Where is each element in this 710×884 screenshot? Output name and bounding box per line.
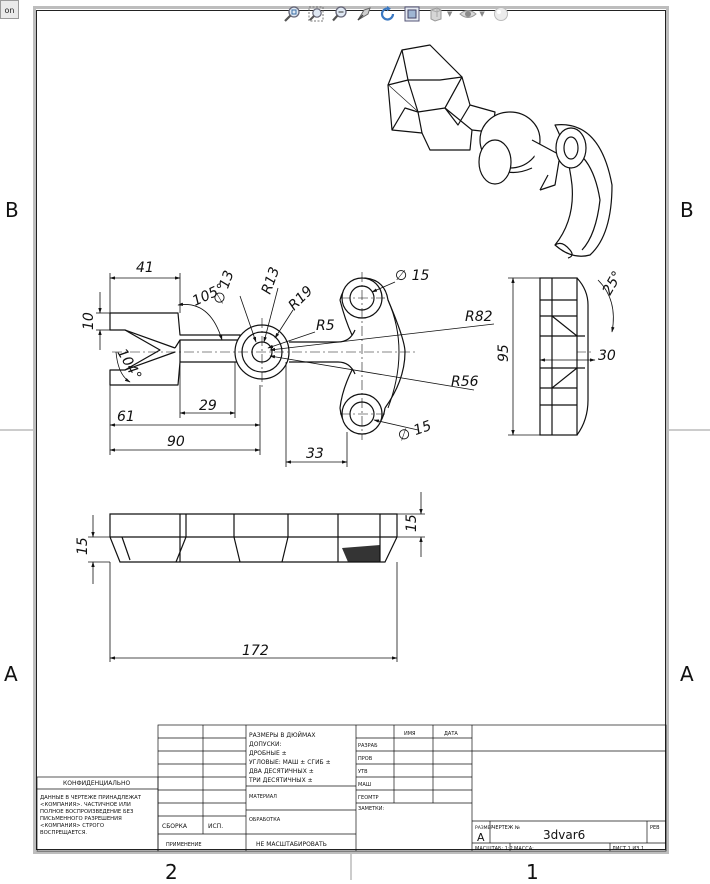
dim-172: 172 xyxy=(242,643,269,659)
bottom-view-dimensions xyxy=(88,492,425,662)
section-view-icon[interactable] xyxy=(402,4,422,24)
dim-33: 33 xyxy=(306,446,324,462)
scale-label: МАСШТАБ: 1:2 xyxy=(475,846,513,852)
dim-90: 90 xyxy=(167,434,185,450)
units-line: ДОПУСКИ: xyxy=(249,741,282,748)
units-line: РАЗМЕРЫ В ДЮЙМАХ xyxy=(249,732,315,739)
appearance-icon[interactable] xyxy=(491,4,511,24)
dim-diameter-15-bottom: ∅ 15 xyxy=(396,418,434,445)
dim-15-left: 15 xyxy=(75,537,91,555)
confidential-line: ВОСПРЕЩАЕТСЯ. xyxy=(40,830,87,836)
bottom-view xyxy=(109,513,398,563)
heads-up-view-toolbar: ▼ ▼ xyxy=(282,3,511,25)
rev-label: РЕВ xyxy=(650,825,660,831)
dim-diameter-15-top: ∅ 15 xyxy=(395,268,430,284)
dim-29: 29 xyxy=(199,398,217,414)
zone-letter: B xyxy=(5,198,19,222)
zone-letter: A xyxy=(680,662,694,686)
title-block-text: РАЗМЕРЫ В ДЮЙМАХ ДОПУСКИ: ДРОБНЫЕ ± УГЛО… xyxy=(40,731,660,852)
name-header: ИМЯ xyxy=(404,731,416,737)
chevron-down-icon[interactable]: ▼ xyxy=(447,10,453,18)
dim-r82: R82 xyxy=(465,309,493,325)
dim-r5: R5 xyxy=(316,318,335,334)
side-view-dimensions xyxy=(508,277,615,436)
rotate-icon[interactable] xyxy=(378,4,398,24)
size-value: A xyxy=(477,831,485,844)
role-label: ГЕОМТР xyxy=(358,795,379,801)
assembly-label: СБОРКА xyxy=(162,823,188,830)
zoom-to-fit-icon[interactable] xyxy=(282,4,302,24)
dim-10: 10 xyxy=(81,312,97,330)
finish-label: ОБРАБОТКА xyxy=(249,817,281,823)
dim-15-right: 15 xyxy=(404,514,420,532)
zone-tick-marks xyxy=(0,429,710,880)
hide-show-icon[interactable] xyxy=(458,4,478,24)
front-view-dimensions xyxy=(96,273,495,467)
confidential-line: <КОМПАНИЯ>. ЧАСТИЧНОЕ ИЛИ xyxy=(40,802,131,808)
zone-letter: B xyxy=(680,198,694,222)
units-line: ТРИ ДЕСЯТИЧНЫХ ± xyxy=(248,777,313,784)
dim-r19: R19 xyxy=(286,283,317,314)
chevron-down-icon[interactable]: ▼ xyxy=(479,10,485,18)
notes-label: ЗАМЕТКИ: xyxy=(358,806,384,812)
sheet-border xyxy=(33,6,669,854)
dim-61: 61 xyxy=(117,409,135,425)
role-label: УТВ xyxy=(358,769,368,775)
display-style-icon[interactable] xyxy=(426,4,446,24)
dim-r56: R56 xyxy=(451,374,479,390)
weight-label: МАССА: xyxy=(514,846,534,852)
doc-no-value: 3dvar6 xyxy=(543,828,585,842)
role-label: МАШ xyxy=(358,782,371,788)
units-line: УГЛОВЫЕ: МАШ ± СГИБ ± xyxy=(249,759,331,766)
zoom-in-out-icon[interactable] xyxy=(330,4,350,24)
dim-30: 30 xyxy=(598,348,616,364)
confidential-title: КОНФИДЕНЦИАЛЬНО xyxy=(63,780,131,787)
sheet-label: ЛИСТ 1 ИЗ 1 xyxy=(612,846,644,852)
drawing-frame xyxy=(36,10,666,850)
confidential-line: <КОМПАНИЯ> СТРОГО xyxy=(40,823,104,829)
zone-number: 2 xyxy=(165,860,178,884)
dim-41: 41 xyxy=(136,260,154,276)
no-scale-label: НЕ МАСШТАБИРОВАТЬ xyxy=(256,841,327,848)
pan-icon[interactable] xyxy=(354,4,374,24)
bottom-view-dimension-labels: 15 15 172 xyxy=(75,514,420,659)
role-label: РАЗРАБ xyxy=(358,743,378,749)
zoom-to-area-icon[interactable] xyxy=(306,4,326,24)
dim-r13: R13 xyxy=(259,265,283,296)
front-view xyxy=(109,277,406,435)
front-view-dimension-labels: 41 105° ∅ 13 R13 R19 ∅ 15 R82 R5 10 104°… xyxy=(81,260,493,462)
confidential-line: ДАННЫЕ В ЧЕРТЕЖЕ ПРИНАДЛЕЖАТ xyxy=(40,795,142,801)
side-view xyxy=(539,277,589,436)
units-line: ДРОБНЫЕ ± xyxy=(249,750,287,757)
role-label: ПРОВ xyxy=(358,756,373,762)
isometric-view xyxy=(387,44,613,259)
units-line: ДВА ДЕСЯТИЧНЫХ ± xyxy=(249,768,314,775)
dim-95: 95 xyxy=(496,344,512,362)
doc-no-label: ЧЕРТЕЖ № xyxy=(492,825,521,831)
confidential-line: ПОЛНОЕ ВОСПРОИЗВЕДЕНИЕ БЕЗ xyxy=(40,809,134,815)
confidential-line: ПИСЬМЕННОГО РАЗРЕШЕНИЯ xyxy=(40,816,122,822)
used-on-label: ИСП. xyxy=(208,823,223,830)
dim-25: 25° xyxy=(600,268,626,298)
size-label: РАЗМЕР xyxy=(475,825,493,831)
application-label: ПРИМЕНЕНИЕ xyxy=(166,842,202,848)
zone-number: 1 xyxy=(526,860,539,884)
date-header: ДАТА xyxy=(444,731,458,737)
dim-diameter-13: ∅ 13 xyxy=(211,269,238,307)
zone-letter: A xyxy=(4,662,18,686)
title-block xyxy=(36,724,667,852)
material-label: МАТЕРИАЛ xyxy=(249,794,277,800)
window-tab[interactable]: on xyxy=(0,0,19,19)
